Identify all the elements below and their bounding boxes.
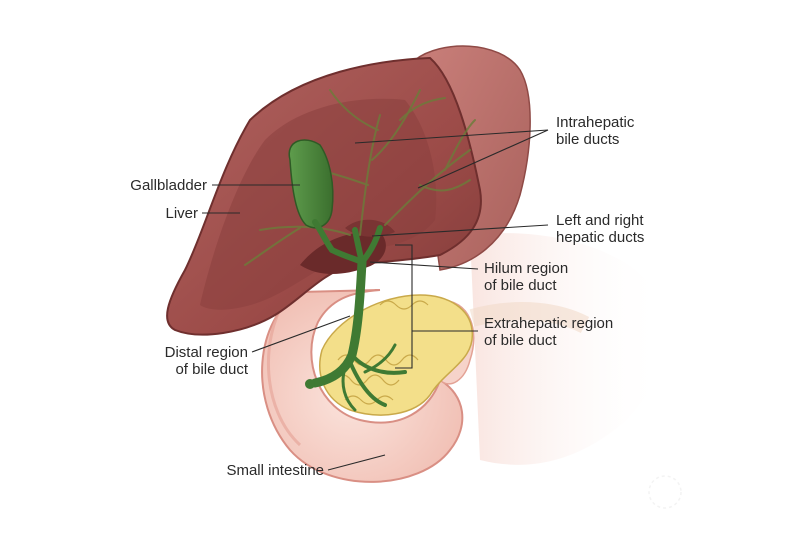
label-hepatic-line2: hepatic ducts <box>556 229 644 246</box>
label-hilum-line1: Hilum region <box>484 260 568 277</box>
label-distal-line1: Distal region <box>165 344 248 361</box>
label-extrahepatic-line1: Extrahepatic region <box>484 315 613 332</box>
labels: Gallbladder Liver Intrahepatic bile duct… <box>130 114 644 479</box>
label-liver: Liver <box>165 205 198 222</box>
stomach-faded <box>470 233 667 465</box>
label-hilum-line2: of bile duct <box>484 277 557 294</box>
label-gallbladder: Gallbladder <box>130 177 207 194</box>
bile-duct-system <box>305 225 407 412</box>
label-intrahepatic-line1: Intrahepatic <box>556 114 635 131</box>
watermark-mark <box>648 475 682 509</box>
label-extrahepatic-line2: of bile duct <box>484 332 557 349</box>
extrahepatic-bracket <box>395 244 413 369</box>
leader-lines <box>202 129 549 471</box>
label-hepatic-line1: Left and right <box>556 212 644 229</box>
label-distal-line2: of bile duct <box>175 361 248 378</box>
intrahepatic-ducts <box>244 89 476 266</box>
label-intrahepatic-line2: bile ducts <box>556 131 619 148</box>
label-small-intestine: Small intestine <box>226 462 324 479</box>
